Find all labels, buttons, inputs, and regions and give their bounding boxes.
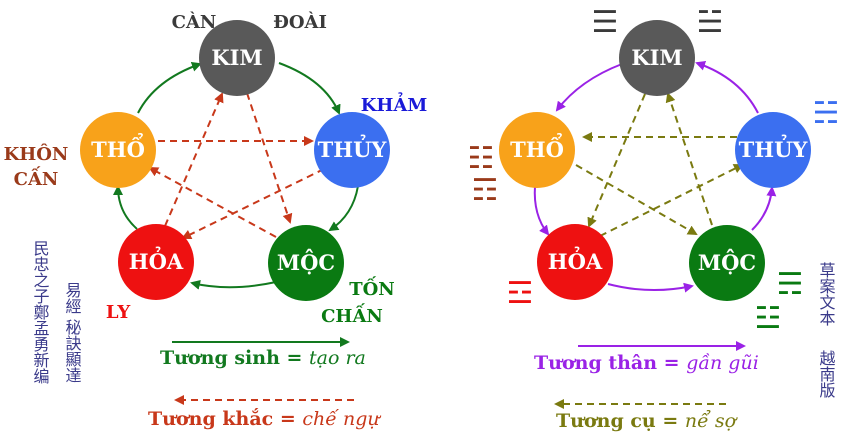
node-thuy-label: THỦY (318, 134, 388, 162)
label-ton: TỐN (349, 275, 395, 300)
arrow-hoa-to-moc (607, 282, 694, 293)
node-tho-label: THỔ (91, 133, 145, 162)
arrow-tho-to-kim (137, 61, 202, 114)
node-tho-circle (80, 112, 156, 188)
legend-sinh-prefix: Tương sinh = (160, 347, 309, 369)
trigram-can-mountain-icon: ☶ (472, 173, 499, 208)
label-kham: KHẢM (361, 90, 428, 116)
right-node-tho-circle (499, 112, 575, 188)
arrow-moc-to-thuy (751, 186, 777, 231)
vertical-text-draft: 草案文本 (817, 262, 836, 326)
node-hoa-circle (118, 224, 194, 300)
right-node-thuy: THỦY (735, 112, 811, 188)
right-node-moc-circle (689, 225, 765, 301)
trigram-ly-icon: ☲ (507, 276, 534, 311)
legend-than: Tương thân = gần gũi (534, 352, 759, 374)
arrow-tho-to-hoa (533, 185, 550, 236)
trigram-ton-icon: ☴ (777, 267, 804, 302)
trigram-kham-icon: ☵ (813, 96, 840, 131)
right-diagram: KIM THỦY MỘC HỎA THỔ ☰ ☱ ☵ ☷ ☶ ☲ ☴ ☳ 草案文… (468, 5, 840, 432)
right-node-tho-label: THỔ (510, 133, 564, 162)
legend-than-suffix: gần gũi (686, 352, 759, 374)
label-doai: ĐOÀI (273, 10, 327, 33)
right-node-thuy-circle (735, 112, 811, 188)
left-khac-arrows (148, 92, 325, 239)
trigram-khon-icon: ☷ (468, 141, 495, 176)
label-ly: LY (106, 302, 132, 323)
trigram-doai-icon: ☱ (697, 5, 724, 40)
right-node-hoa: HỎA (537, 224, 613, 300)
right-node-thuy-label: THỦY (739, 134, 809, 162)
vertical-text-edition: 越南版 (817, 350, 836, 398)
vertical-text-book: 易經 秘訣顯達 (63, 282, 82, 383)
vertical-text-author: 民忠之子鄭孟勇新编 (31, 240, 50, 384)
arrow-tho-to-moc (575, 164, 698, 235)
label-can: CÀN (172, 10, 217, 33)
trigram-chan-icon: ☳ (755, 301, 782, 336)
right-than-arrows (533, 60, 777, 293)
node-tho: THỔ (80, 112, 156, 188)
node-thuy-circle (314, 112, 390, 188)
right-node-moc: MỘC (689, 225, 765, 301)
label-can2: CẤN (14, 165, 59, 190)
legend-cu-prefix: Tương cụ = (556, 410, 685, 432)
arrow-thuy-to-kim (695, 60, 759, 114)
node-kim-circle (199, 20, 275, 96)
left-sinh-arrows (113, 61, 359, 290)
arrow-moc-to-kim (665, 92, 713, 226)
node-kim-label: KIM (211, 45, 262, 70)
left-diagram: KIM THỦY MỘC HỎA THỔ CÀN ĐOÀI KHẢM KHÔN … (4, 10, 428, 430)
legend-khac-suffix: chế ngự (302, 408, 381, 430)
arrow-kim-to-tho (555, 63, 623, 112)
arrow-thuy-to-moc (328, 185, 359, 232)
right-cu-arrows (575, 92, 744, 237)
arrow-thuy-to-hoa (181, 168, 325, 239)
arrow-hoa-to-kim (164, 92, 224, 227)
arrow-hoa-to-tho (113, 185, 138, 230)
arrow-moc-to-hoa (190, 279, 277, 290)
trigram-can-icon: ☰ (592, 5, 619, 40)
node-moc: MỘC (268, 225, 344, 301)
right-node-kim-label: KIM (631, 45, 682, 70)
arrow-kim-to-thuy (278, 62, 341, 115)
legend-sinh: Tương sinh = tạo ra (160, 347, 366, 369)
node-moc-circle (268, 225, 344, 301)
arrow-kim-to-hoa (587, 93, 646, 228)
right-node-tho: THỔ (499, 112, 575, 188)
legend-than-prefix: Tương thân = (534, 352, 686, 374)
legend-cu-suffix: nể sợ (685, 410, 739, 432)
legend-cu: Tương cụ = nể sợ (556, 410, 739, 432)
right-node-hoa-label: HỎA (548, 246, 603, 274)
arrow-hoa-to-thuy (599, 164, 744, 237)
label-chan: CHẤN (321, 302, 383, 327)
label-khon: KHÔN (4, 142, 69, 165)
right-node-hoa-circle (537, 224, 613, 300)
right-node-kim-circle (619, 20, 695, 96)
legend-sinh-suffix: tạo ra (309, 347, 366, 369)
node-moc-label: MỘC (277, 249, 335, 275)
arrow-kim-to-moc (246, 92, 293, 224)
legend-khac: Tương khắc = chế ngự (148, 408, 381, 430)
node-kim: KIM (199, 20, 275, 96)
right-node-kim: KIM (619, 20, 695, 96)
node-hoa-label: HỎA (129, 246, 184, 274)
legend-khac-prefix: Tương khắc = (148, 408, 302, 430)
node-hoa: HỎA (118, 224, 194, 300)
node-thuy: THỦY (314, 112, 390, 188)
right-node-moc-label: MỘC (698, 249, 756, 275)
